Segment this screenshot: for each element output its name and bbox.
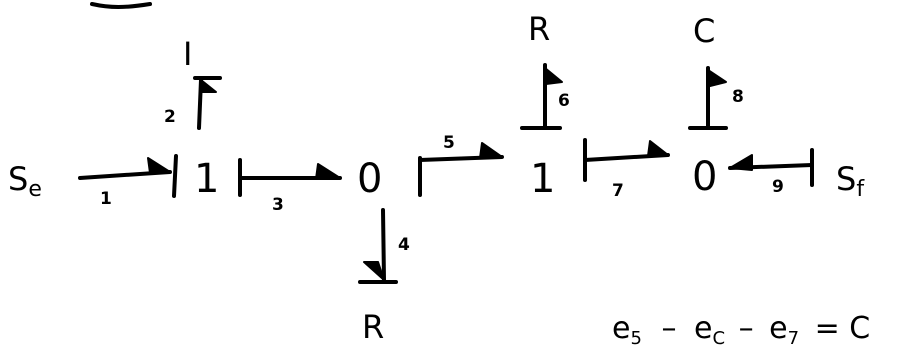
- r-element-bottom: R: [362, 308, 384, 345]
- bond-number-7: 7: [612, 181, 624, 201]
- equation: e5 – eC – e7 = C: [612, 311, 870, 345]
- bond-8: [688, 66, 728, 130]
- half-arrow: [647, 140, 669, 157]
- bond-number-6: 6: [558, 91, 570, 111]
- half-arrow: [363, 261, 385, 281]
- bond-5: [418, 142, 504, 197]
- bond-number-1: 1: [100, 189, 112, 209]
- bond-number-5: 5: [443, 133, 455, 153]
- bond-7: [583, 138, 670, 182]
- bond-1: [78, 154, 178, 198]
- sf-element: Sf: [836, 160, 865, 202]
- bond-number-9: 9: [772, 177, 784, 197]
- c-element: C: [693, 12, 715, 50]
- eq-term-e5-base: e: [612, 311, 630, 345]
- top-partial-stroke: [90, 2, 152, 9]
- se-element: Se: [8, 160, 42, 202]
- r-element-top: R: [528, 10, 550, 48]
- junction-1-b: 1: [530, 156, 555, 202]
- junction-1-a: 1: [194, 156, 219, 202]
- half-arrow: [707, 69, 727, 87]
- junction-0-b: 0: [692, 154, 717, 200]
- bond-number-2: 2: [164, 107, 176, 127]
- half-arrow: [315, 163, 341, 180]
- half-arrow: [200, 79, 217, 93]
- bond-6: [520, 63, 563, 130]
- junction-0-a: 0: [357, 156, 382, 202]
- half-arrow: [544, 67, 563, 85]
- bond-number-3: 3: [272, 195, 284, 215]
- bond-9: [728, 148, 814, 187]
- half-arrow: [147, 157, 171, 174]
- bond-3: [238, 158, 342, 197]
- bond-number-8: 8: [732, 87, 744, 107]
- half-arrow: [479, 142, 503, 159]
- half-arrow: [729, 154, 753, 171]
- i-element: I: [183, 35, 192, 73]
- bond-4: [358, 208, 398, 284]
- bond-number-4: 4: [398, 235, 410, 255]
- bond-2: [193, 76, 222, 130]
